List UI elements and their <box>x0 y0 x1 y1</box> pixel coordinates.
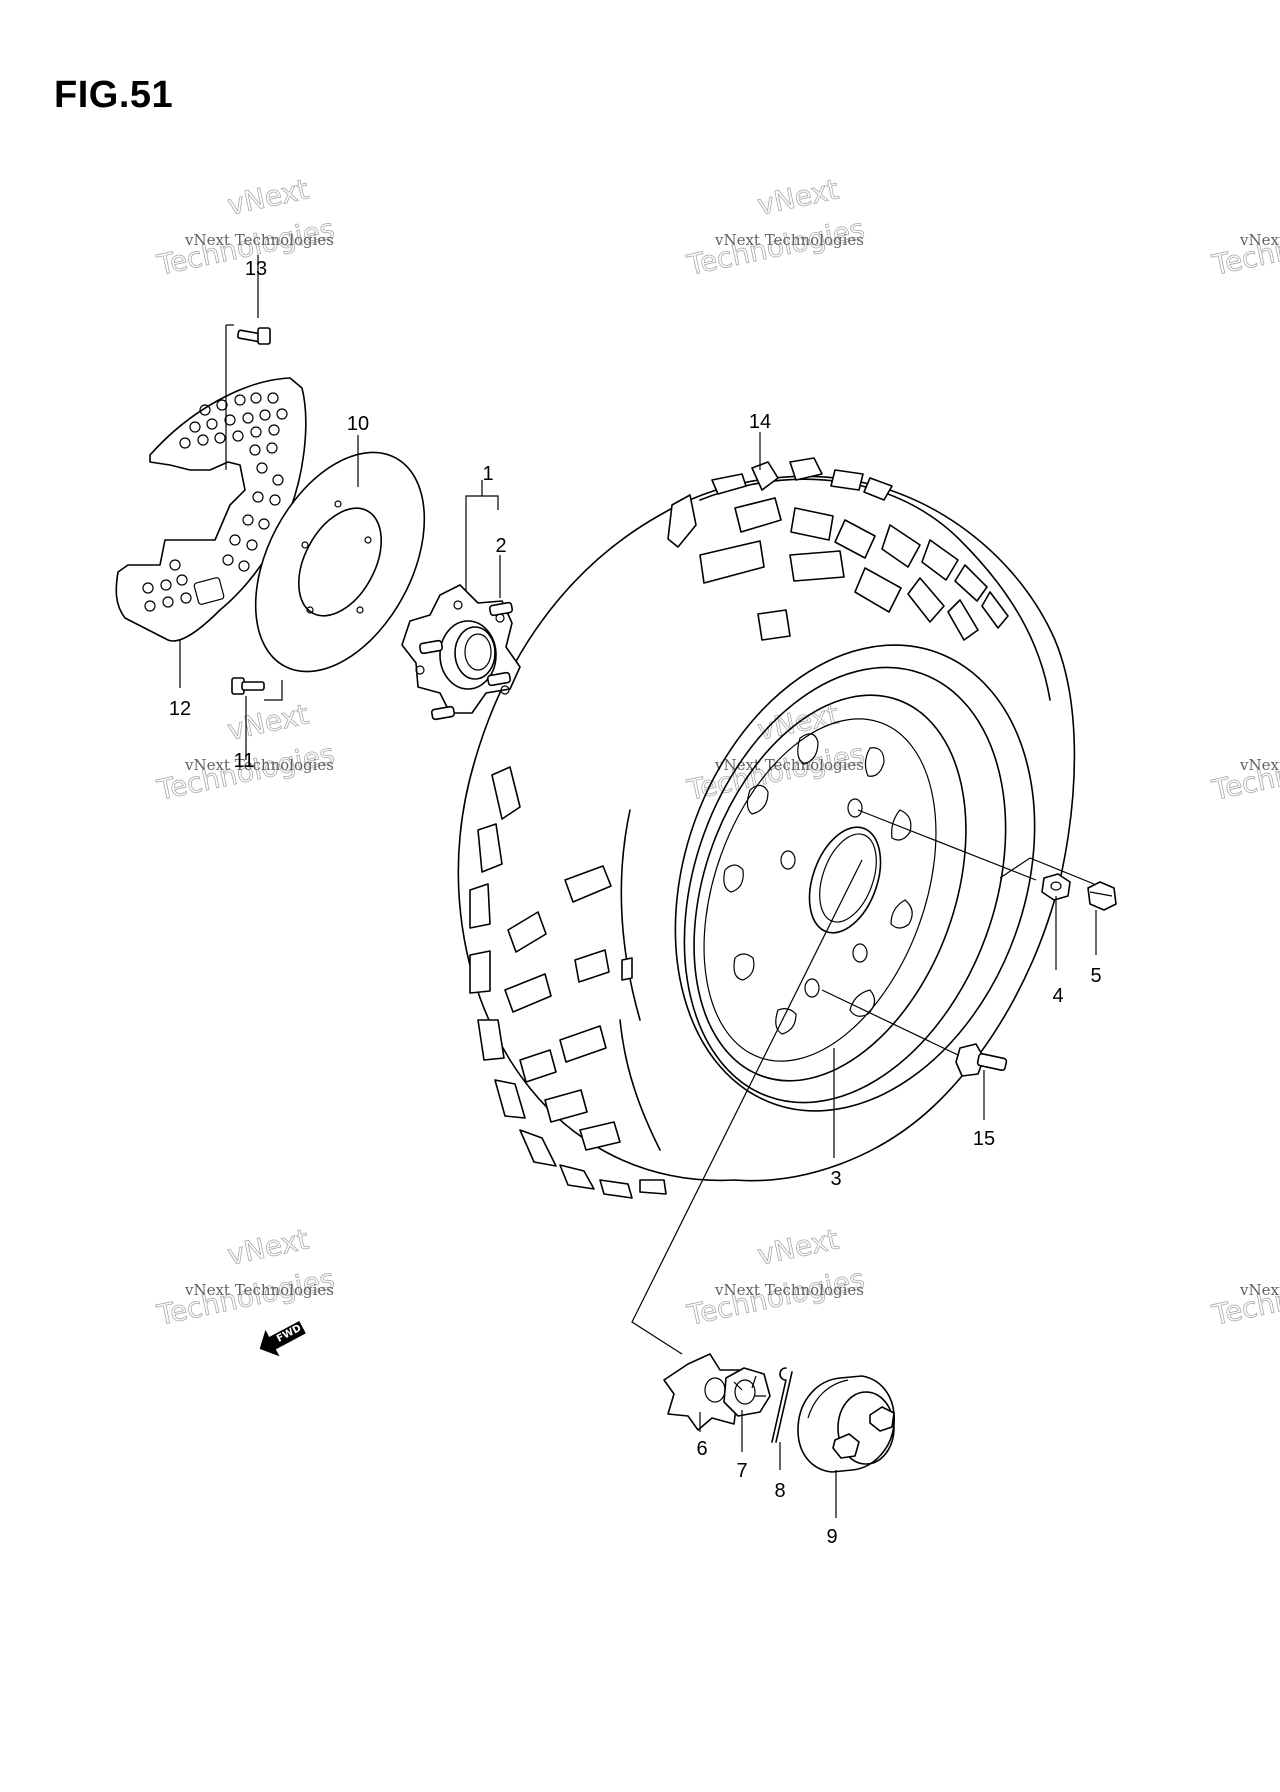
callout-12: 12 <box>169 698 191 720</box>
watermark: vNext Technologies vNext Technologies <box>683 172 868 282</box>
watermark-line1: vNext <box>225 173 312 222</box>
cover-bolt-top <box>237 327 271 345</box>
callout-11: 11 <box>234 750 255 772</box>
watermark: vNext Technologies vNext Technologies <box>683 1222 868 1332</box>
brake-disc-cover <box>115 377 307 642</box>
callout-13: 13 <box>245 258 267 280</box>
watermark-caption: vNext Technologies <box>1239 756 1280 774</box>
callout-6: 6 <box>696 1438 707 1460</box>
watermark-caption: vNext Technologies <box>184 756 334 774</box>
watermark-caption: vNext Technologies <box>714 1281 864 1299</box>
watermark-caption: vNext Technologies <box>714 756 864 774</box>
callout-5: 5 <box>1090 965 1101 987</box>
watermark-layer: vNext Technologies vNext Technologies vN… <box>153 172 1280 1332</box>
callout-4: 4 <box>1052 985 1063 1007</box>
watermark-line1: vNext <box>755 173 842 222</box>
callout-9: 9 <box>826 1526 837 1548</box>
tread-lugs-left <box>469 766 667 1199</box>
callout-7: 7 <box>736 1460 747 1482</box>
cover-holes <box>142 392 288 612</box>
tread-lugs-top <box>667 457 1009 641</box>
fwd-direction-badge: FWD <box>259 1320 306 1357</box>
watermark-line1: vNext <box>225 698 312 747</box>
watermark-line1: vNext <box>755 1223 842 1272</box>
leader-lines <box>179 255 1097 1518</box>
callout-1: 1 <box>482 463 493 485</box>
watermark: vNext Technologies vNext Technologies <box>1208 697 1280 807</box>
watermark-caption: vNext Technologies <box>184 1281 334 1299</box>
callout-14: 14 <box>749 411 771 433</box>
watermark: vNext Technologies vNext Technologies <box>153 1222 338 1332</box>
watermark-line1: vNext <box>225 1223 312 1272</box>
hub-studs <box>418 601 514 721</box>
hub-cap-9 <box>797 1375 895 1473</box>
watermark-caption: vNext Technologies <box>1239 1281 1280 1299</box>
watermark: vNext Technologies vNext Technologies <box>1208 1222 1280 1332</box>
callout-10: 10 <box>347 413 369 435</box>
brake-disc <box>254 451 426 673</box>
castle-nut-7 <box>723 1367 771 1417</box>
cotter-pin-8 <box>771 1367 793 1443</box>
wheel-nut-4 <box>1041 873 1071 901</box>
callout-8: 8 <box>774 1480 785 1502</box>
callout-15: 15 <box>973 1128 995 1150</box>
cover-bolt-bottom <box>231 677 265 695</box>
wheel-nut-5 <box>1087 881 1117 911</box>
watermark-caption: vNext Technologies <box>184 231 334 249</box>
callout-3: 3 <box>830 1168 841 1190</box>
watermark: vNext Technologies vNext Technologies <box>683 697 868 807</box>
tire <box>457 457 1076 1199</box>
watermark-caption: vNext Technologies <box>714 231 864 249</box>
watermark: vNext Technologies vNext Technologies <box>1208 172 1280 282</box>
wheel-hub <box>401 584 521 721</box>
wheel-stud-15 <box>955 1043 1008 1077</box>
callout-2: 2 <box>495 535 506 557</box>
watermark-caption: vNext Technologies <box>1239 231 1280 249</box>
callout-labels: 1 2 3 4 5 6 7 8 9 10 11 12 13 14 15 <box>169 258 1102 1548</box>
figure-title: FIG.51 <box>54 74 174 116</box>
wheel-rim <box>674 644 1036 1112</box>
